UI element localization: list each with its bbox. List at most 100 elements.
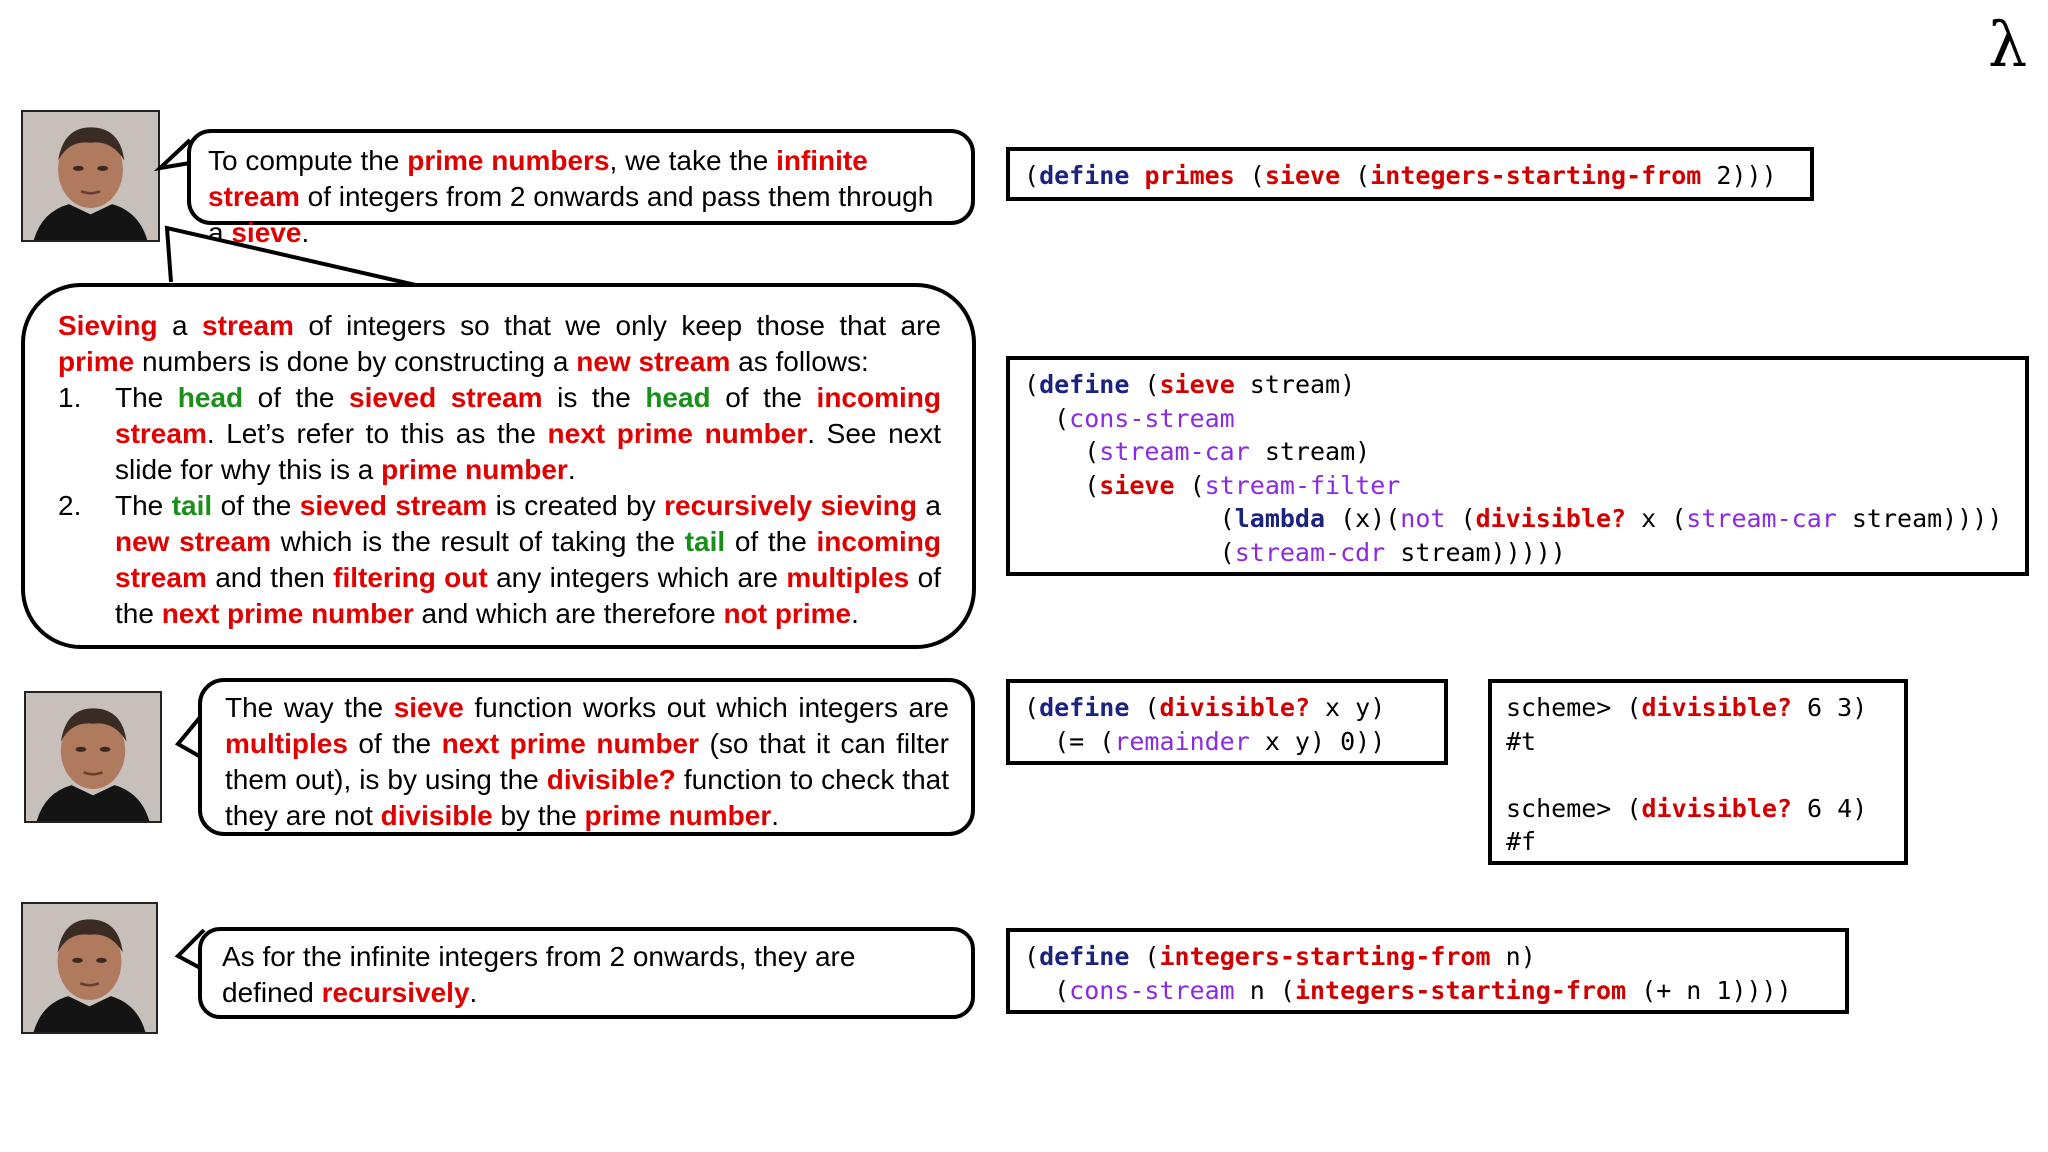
- code-block-repl: scheme> (divisible? 6 3)#t scheme> (divi…: [1488, 679, 1908, 865]
- text-run: To compute the: [208, 145, 408, 176]
- code-line: (cons-stream: [1024, 402, 2011, 436]
- bubble-tail: [174, 928, 206, 972]
- code-token: divisible?: [1641, 693, 1792, 722]
- highlighted-text: incoming stream: [115, 382, 941, 449]
- code-text: (: [1024, 942, 1040, 971]
- text-run: by the: [492, 800, 585, 831]
- code-text: (: [1024, 975, 1070, 1005]
- code-token: define: [1039, 693, 1130, 722]
- code-token: remainder: [1114, 726, 1250, 756]
- code-text: [1129, 161, 1144, 190]
- code-text: #t: [1506, 726, 1537, 756]
- code-text: n): [1490, 942, 1536, 971]
- code-text: stream)))): [1836, 504, 2003, 534]
- code-line: (stream-cdr stream))))): [1024, 536, 2011, 570]
- highlighted-text: multiples: [225, 728, 348, 759]
- code-token: integers-starting-from: [1370, 161, 1702, 190]
- code-line: (define primes (sieve (integers-starting…: [1024, 159, 1796, 193]
- highlighted-text: tail: [684, 526, 726, 557]
- text-run: is the: [542, 382, 646, 413]
- steps-list: 1.The head of the sieved stream is the h…: [58, 380, 941, 632]
- code-token: divisible?: [1641, 793, 1792, 823]
- step-item: 1.The head of the sieved stream is the h…: [58, 380, 941, 488]
- text-run: .: [567, 454, 576, 485]
- code-text: (+ n 1)))): [1626, 975, 1792, 1005]
- highlighted-text: recursively sieving: [664, 490, 917, 521]
- avatar: [21, 110, 160, 242]
- bubble-text: As for the infinite integers from 2 onwa…: [222, 939, 951, 1011]
- code-text: 6 4): [1791, 793, 1868, 823]
- text-run: of integers so that we only keep those t…: [293, 310, 942, 341]
- text-run: The: [115, 382, 178, 413]
- lambda-symbol: λ: [1988, 8, 2028, 81]
- code-token: define: [1039, 942, 1130, 971]
- text-run: . See next slide for why this is a: [115, 418, 941, 485]
- code-text: 6 3): [1791, 693, 1868, 722]
- code-line: #f: [1506, 825, 1890, 859]
- code-line: (cons-stream n (integers-starting-from (…: [1024, 974, 1831, 1008]
- code-text: (x)(: [1325, 504, 1401, 534]
- text-run: The: [115, 490, 172, 521]
- text-run: and which are therefore: [413, 598, 724, 629]
- highlighted-text: tail: [171, 490, 213, 521]
- code-token: cons-stream: [1069, 403, 1235, 433]
- text-run: . Let’s refer to this as the: [206, 418, 548, 449]
- code-text: (: [1024, 470, 1100, 500]
- text-run: .: [301, 217, 310, 248]
- code-text: 2))): [1701, 161, 1777, 190]
- text-run: of the: [243, 382, 350, 413]
- speaker-photo-icon: [23, 904, 156, 1032]
- code-line: #t: [1506, 725, 1890, 759]
- code-token: integers-starting-from: [1159, 942, 1491, 971]
- code-token: sieve: [1264, 161, 1341, 190]
- highlighted-text: head: [645, 382, 711, 413]
- code-text: x y): [1310, 693, 1386, 722]
- highlighted-text: divisible: [380, 800, 493, 831]
- avatar: [21, 902, 158, 1034]
- text-run: (so that it can filter them out), is by …: [225, 728, 949, 795]
- code-line: scheme> (divisible? 6 4): [1506, 792, 1890, 826]
- code-text: (: [1024, 504, 1235, 534]
- code-token: cons-stream: [1069, 975, 1235, 1005]
- text-run: The way the: [225, 692, 394, 723]
- code-line: scheme> (divisible? 6 3): [1506, 691, 1890, 725]
- text-run: of the: [115, 562, 941, 629]
- code-token: define: [1039, 161, 1130, 190]
- code-token: divisible?: [1159, 693, 1310, 722]
- text-run: As for the infinite integers from 2 onwa…: [222, 941, 856, 1008]
- code-token: sieve: [1099, 470, 1175, 500]
- text-run: of the: [725, 526, 817, 557]
- bubble-tail: [164, 225, 421, 288]
- code-text: stream))))): [1385, 537, 1566, 567]
- speaker-photo-icon: [23, 112, 158, 240]
- text-run: a: [916, 490, 941, 521]
- code-line: (lambda (x)(not (divisible? x (stream-ca…: [1024, 502, 2011, 536]
- code-token: integers-starting-from: [1294, 975, 1627, 1005]
- highlighted-text: filtering out: [333, 562, 488, 593]
- code-text: (: [1129, 693, 1160, 722]
- highlighted-text: recursively: [321, 977, 470, 1008]
- code-text: (: [1445, 504, 1476, 534]
- code-text: (: [1234, 161, 1265, 190]
- step-item: 2.The tail of the sieved stream is creat…: [58, 488, 941, 632]
- highlighted-text: sieved stream: [299, 490, 488, 521]
- code-text: x y) 0)): [1249, 726, 1386, 756]
- code-text: (: [1129, 942, 1160, 971]
- highlighted-text: next prime number: [161, 598, 414, 629]
- code-text: (: [1174, 470, 1205, 500]
- code-text: (= (: [1024, 726, 1115, 756]
- code-line: (define (divisible? x y): [1024, 691, 1430, 725]
- highlighted-text: prime number: [381, 454, 568, 485]
- speech-bubble-sieve-explanation: Sieving a stream of integers so that we …: [21, 283, 976, 649]
- speech-bubble-intro: To compute the prime numbers, we take th…: [187, 129, 975, 248]
- bubble-text: To compute the prime numbers, we take th…: [208, 143, 953, 251]
- text-run: of the: [347, 728, 442, 759]
- code-block-primes: (define primes (sieve (integers-starting…: [1006, 147, 1814, 201]
- highlighted-text: sieve: [393, 692, 464, 723]
- highlighted-text: head: [177, 382, 244, 413]
- text-run: .: [771, 800, 780, 831]
- code-line: (define (integers-starting-from n): [1024, 940, 1831, 974]
- speech-bubble-integers: As for the infinite integers from 2 onwa…: [198, 927, 975, 1019]
- code-text: (: [1024, 693, 1040, 722]
- code-token: not: [1400, 504, 1446, 534]
